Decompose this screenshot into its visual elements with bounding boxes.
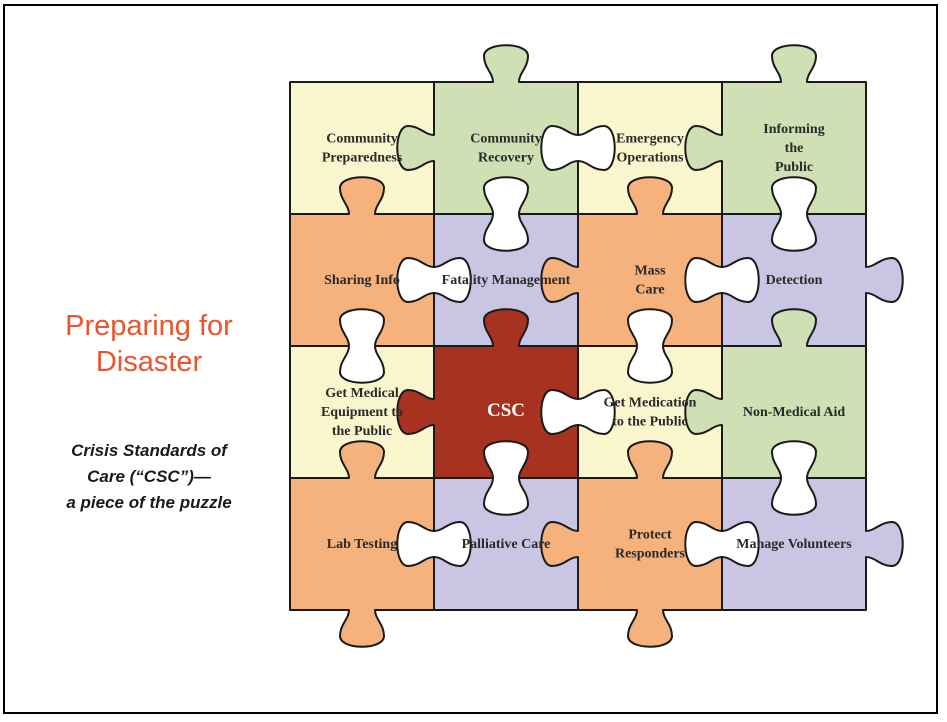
puzzle-label-line: Community	[470, 132, 542, 147]
puzzle-label-line: Responders	[615, 547, 686, 562]
puzzle-label-line: Manage Volunteers	[736, 537, 852, 552]
puzzle-label-line: Sharing Info	[324, 273, 400, 288]
puzzle-label-lab-testing: Lab Testing	[327, 537, 397, 552]
puzzle-label-line: Fatality Management	[442, 273, 571, 288]
title-line-2: Disaster	[95, 346, 203, 378]
puzzle-label-detection: Detection	[766, 273, 823, 288]
puzzle-label-fatality-management: Fatality Management	[442, 273, 571, 288]
puzzle-label-line: Emergency	[616, 132, 684, 147]
puzzle-label-sharing-info: Sharing Info	[324, 273, 400, 288]
title-line-1: Preparing for	[65, 310, 233, 342]
slide-subtitle: Crisis Standards of Care (“CSC”)— a piec…	[18, 438, 280, 516]
puzzle-label-get-medication: Get Medication to the Public	[604, 396, 697, 430]
puzzle-piece-lab-testing	[289, 440, 435, 648]
puzzle-piece-sharing-info	[289, 176, 435, 347]
puzzle-label-line: Informing	[763, 122, 824, 137]
puzzle-piece-non-medical-aid	[684, 308, 867, 479]
puzzle-label-palliative-care: Palliative Care	[462, 537, 551, 552]
puzzle-label-line: Lab Testing	[327, 537, 397, 552]
puzzle-label-line: Get Medical	[325, 386, 399, 401]
puzzle-piece-informing-the-public	[684, 44, 867, 215]
puzzle-label-line: Equipment to	[321, 405, 403, 420]
subtitle-line-2: Care (“CSC”)—	[87, 467, 211, 486]
puzzle-label-manage-volunteers: Manage Volunteers	[736, 537, 852, 552]
puzzle-label-line: Operations	[617, 151, 684, 166]
slide-title: Preparing for Disaster	[24, 308, 274, 380]
puzzle-pieces	[289, 44, 904, 648]
puzzle-label-line: Protect	[628, 528, 672, 543]
puzzle-label-line: Recovery	[478, 151, 534, 166]
puzzle-label-line: Get Medication	[604, 396, 697, 411]
puzzle-label-line: Palliative Care	[462, 537, 551, 552]
puzzle-label-line: Preparedness	[322, 151, 403, 166]
subtitle-line-3: a piece of the puzzle	[66, 493, 232, 512]
puzzle-label-line: to the Public	[612, 415, 687, 430]
puzzle-label-csc: CSC	[487, 400, 525, 421]
puzzle-label-line: Public	[775, 160, 813, 175]
puzzle-label-line: Non-Medical Aid	[743, 405, 845, 420]
puzzle-label-non-medical-aid: Non-Medical Aid	[743, 405, 845, 420]
puzzle-piece-manage-volunteers	[721, 477, 904, 611]
subtitle-line-1: Crisis Standards of	[71, 441, 227, 460]
puzzle-label-line: CSC	[487, 400, 525, 421]
puzzle-label-line: the Public	[332, 424, 392, 439]
puzzle-label-line: the	[785, 141, 804, 156]
puzzle-label-line: Care	[635, 283, 664, 298]
puzzle-label-line: Community	[326, 132, 398, 147]
puzzle-label-line: Detection	[766, 273, 823, 288]
puzzle-label-line: Mass	[634, 264, 666, 279]
